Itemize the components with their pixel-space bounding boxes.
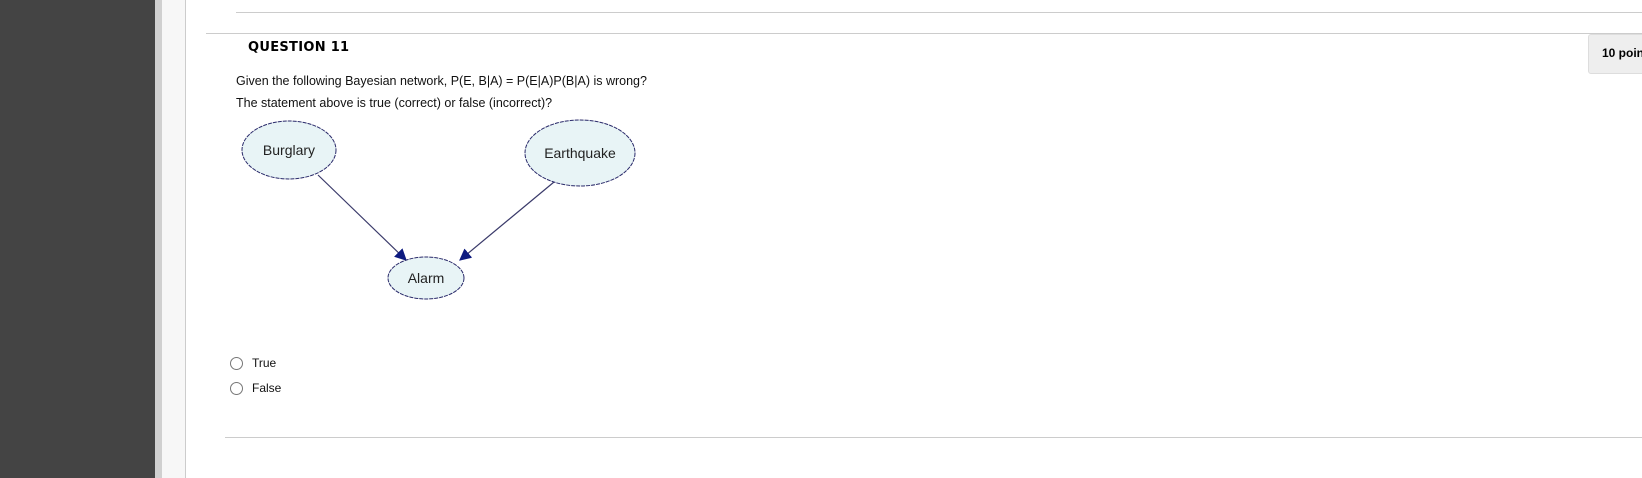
radio-button[interactable] (230, 356, 243, 370)
option-true[interactable]: True (230, 356, 276, 370)
option-label: True (252, 356, 277, 370)
svg-text:Alarm: Alarm (408, 270, 445, 286)
node-alarm: Alarm (387, 256, 465, 300)
points-badge: 10 points (1588, 34, 1642, 74)
question-text: Given the following Bayesian network, P(… (236, 74, 647, 88)
question-subtext: The statement above is true (correct) or… (236, 96, 553, 110)
svg-text:Earthquake: Earthquake (544, 145, 616, 161)
svg-text:Burglary: Burglary (263, 142, 315, 158)
left-panel (0, 0, 155, 478)
option-false[interactable]: False (230, 381, 281, 395)
node-burglary: Burglary (241, 120, 337, 180)
panel-divider[interactable] (155, 0, 162, 478)
edge-burglary-alarm (317, 174, 407, 261)
divider (236, 12, 1642, 13)
gutter (162, 0, 186, 478)
radio-button[interactable] (230, 381, 243, 395)
edge-earthquake-alarm (459, 181, 555, 261)
bottom-divider (225, 437, 1642, 438)
question-divider (206, 33, 1642, 34)
question-title: QUESTION 11 (248, 40, 350, 55)
node-earthquake: Earthquake (524, 119, 636, 187)
option-label: False (252, 381, 282, 395)
bayesian-network-diagram: Burglary Earthquake Alarm (241, 119, 636, 300)
